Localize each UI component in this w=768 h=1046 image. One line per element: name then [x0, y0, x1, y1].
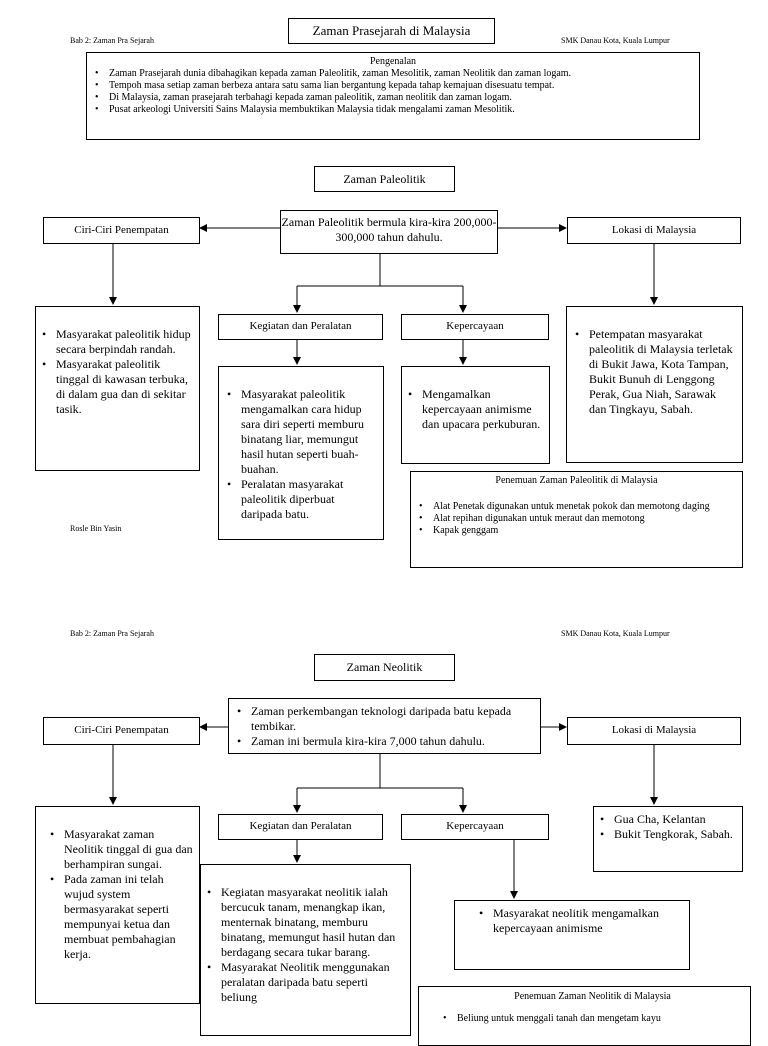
kepercayaan-list: Mengamalkan kepercayaan animisme dan upa…: [408, 387, 543, 432]
kegiatan-label: Kegiatan dan Peralatan: [218, 314, 383, 340]
penemuan-list: Beliung untuk menggali tanah dan mengeta…: [443, 1013, 742, 1025]
kepercayaan-list: Masyarakat neolitik mengamalkan kepercay…: [479, 906, 683, 936]
penemuan-box: Penemuan Zaman Neolitik di Malaysia Beli…: [418, 986, 751, 1046]
kepercayaan-box: Masyarakat neolitik mengamalkan kepercay…: [454, 900, 690, 970]
lokasi-list: Petempatan masyarakat paleolitik di Mala…: [575, 327, 736, 417]
penemuan-list: Alat Penetak digunakan untuk menetak pok…: [419, 501, 734, 537]
header-chapter: Bab 2: Zaman Pra Sejarah: [70, 36, 154, 45]
header-school: SMK Danau Kota, Kuala Lumpur: [561, 36, 670, 45]
list-item: Masyarakat paleolitik tinggal di kawasan…: [42, 357, 193, 417]
list-item: Kegiatan masyarakat neolitik ialah bercu…: [207, 885, 404, 960]
list-item: Zaman perkembangan teknologi daripada ba…: [237, 704, 534, 734]
list-item: Kapak genggam: [419, 525, 734, 537]
list-item: Bukit Tengkorak, Sabah.: [600, 827, 736, 842]
ciri-label: Ciri-Ciri Penempatan: [43, 217, 200, 244]
ciri-box: Masyarakat zaman Neolitik tinggal di gua…: [35, 806, 200, 1004]
penemuan-box: Penemuan Zaman Paleolitik di Malaysia Al…: [410, 471, 743, 568]
list-item: Zaman Prasejarah dunia dibahagikan kepad…: [95, 68, 691, 80]
lokasi-box: Gua Cha, Kelantan Bukit Tengkorak, Sabah…: [593, 806, 743, 872]
kegiatan-box: Masyarakat paleolitik mengamalkan cara h…: [218, 366, 384, 540]
list-item: Masyarakat zaman Neolitik tinggal di gua…: [50, 827, 193, 872]
center-box: Zaman Paleolitik bermula kira-kira 200,0…: [280, 210, 498, 254]
penemuan-heading: Penemuan Zaman Paleolitik di Malaysia: [495, 475, 658, 486]
kegiatan-list: Kegiatan masyarakat neolitik ialah bercu…: [207, 885, 404, 1005]
lokasi-label: Lokasi di Malaysia: [567, 217, 741, 244]
kepercayaan-box: Mengamalkan kepercayaan animisme dan upa…: [401, 366, 550, 464]
kepercayaan-label: Kepercayaan: [401, 814, 549, 840]
list-item: Gua Cha, Kelantan: [600, 812, 736, 827]
lokasi-box: Petempatan masyarakat paleolitik di Mala…: [566, 306, 743, 463]
kepercayaan-label: Kepercayaan: [401, 314, 549, 340]
intro-list: Zaman Prasejarah dunia dibahagikan kepad…: [95, 68, 691, 116]
list-item: Pada zaman ini telah wujud system bermas…: [50, 872, 193, 962]
ciri-label: Ciri-Ciri Penempatan: [43, 717, 200, 745]
page-title: Zaman Prasejarah di Malaysia: [288, 18, 495, 44]
section-title-paleolitik: Zaman Paleolitik: [314, 166, 455, 192]
list-item: Tempoh masa setiap zaman berbeza antara …: [95, 80, 691, 92]
kegiatan-list: Masyarakat paleolitik mengamalkan cara h…: [227, 387, 377, 522]
list-item: Peralatan masyarakat paleolitik diperbua…: [227, 477, 377, 522]
header-school: SMK Danau Kota, Kuala Lumpur: [561, 629, 670, 638]
list-item: Pusat arkeologi Universiti Sains Malaysi…: [95, 104, 691, 116]
list-item: Mengamalkan kepercayaan animisme dan upa…: [408, 387, 543, 432]
kegiatan-label: Kegiatan dan Peralatan: [218, 814, 383, 840]
list-item: Alat Penetak digunakan untuk menetak pok…: [419, 501, 734, 513]
lokasi-label: Lokasi di Malaysia: [567, 717, 741, 745]
list-item: Alat repihan digunakan untuk meraut dan …: [419, 513, 734, 525]
ciri-list: Masyarakat paleolitik hidup secara berpi…: [42, 327, 193, 417]
list-item: Masyarakat neolitik mengamalkan kepercay…: [479, 906, 683, 936]
header-chapter: Bab 2: Zaman Pra Sejarah: [70, 629, 154, 638]
list-item: Zaman ini bermula kira-kira 7,000 tahun …: [237, 734, 534, 749]
list-item: Masyarakat paleolitik hidup secara berpi…: [42, 327, 193, 357]
lokasi-list: Gua Cha, Kelantan Bukit Tengkorak, Sabah…: [600, 812, 736, 842]
ciri-box: Masyarakat paleolitik hidup secara berpi…: [35, 306, 200, 471]
section-title-neolitik: Zaman Neolitik: [314, 654, 455, 681]
penemuan-heading: Penemuan Zaman Neolitik di Malaysia: [514, 991, 671, 1002]
intro-box: Pengenalan Zaman Prasejarah dunia dibaha…: [86, 52, 700, 140]
intro-heading: Pengenalan: [369, 56, 417, 67]
ciri-list: Masyarakat zaman Neolitik tinggal di gua…: [50, 827, 193, 962]
author-name: Rosle Bin Yasin: [70, 524, 122, 533]
list-item: Petempatan masyarakat paleolitik di Mala…: [575, 327, 736, 417]
list-item: Di Malaysia, zaman prasejarah terbahagi …: [95, 92, 691, 104]
center-box: Zaman perkembangan teknologi daripada ba…: [228, 698, 541, 754]
list-item: Masyarakat paleolitik mengamalkan cara h…: [227, 387, 377, 477]
list-item: Masyarakat Neolitik menggunakan peralata…: [207, 960, 404, 1005]
center-list: Zaman perkembangan teknologi daripada ba…: [237, 704, 534, 749]
kegiatan-box: Kegiatan masyarakat neolitik ialah bercu…: [200, 864, 411, 1036]
list-item: Beliung untuk menggali tanah dan mengeta…: [443, 1013, 742, 1025]
